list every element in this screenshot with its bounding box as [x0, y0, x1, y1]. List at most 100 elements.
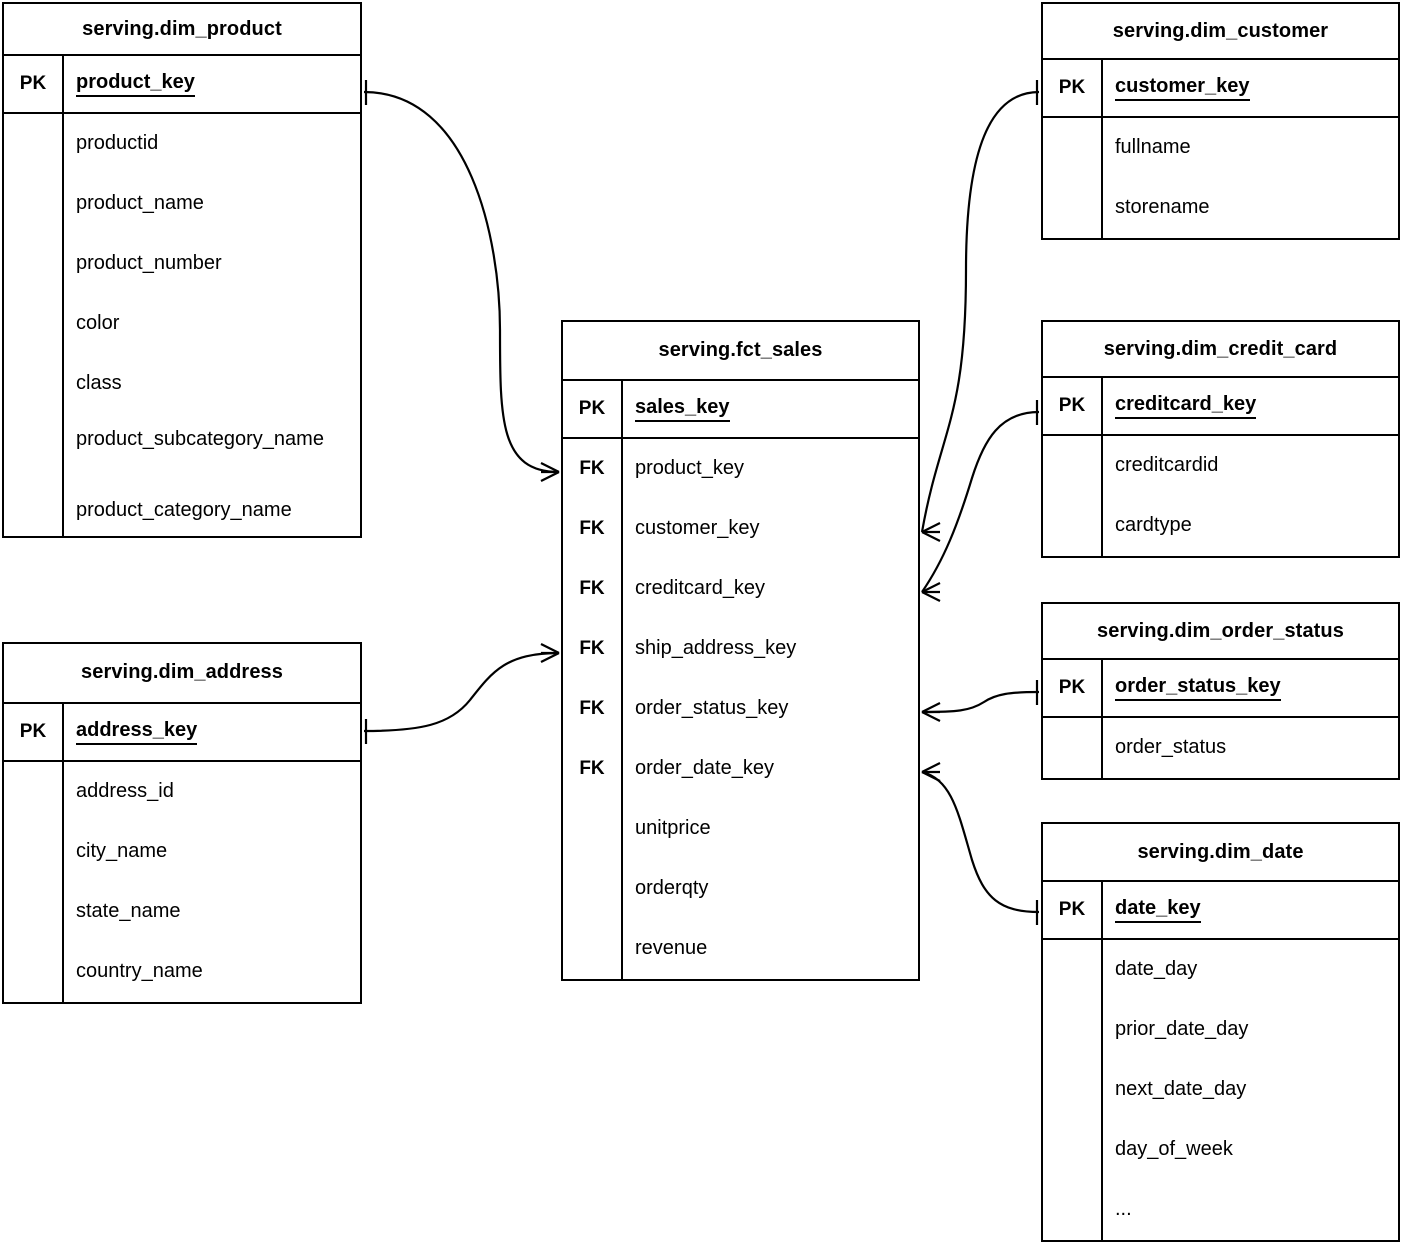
attribute-row: product_category_name [76, 499, 292, 522]
entity-dim-address[interactable]: serving.dim_address PK address_key addre… [2, 642, 362, 1004]
pk-badge: PK [1058, 899, 1086, 920]
name-column: product_key customer_key creditcard_key … [623, 439, 918, 979]
entity-title: serving.dim_date [1043, 824, 1398, 882]
attribute-row: address_id [76, 780, 174, 803]
measure-field: orderqty [635, 877, 709, 900]
measure-field: revenue [635, 937, 708, 960]
name-column: creditcard_key [1103, 378, 1398, 434]
name-column: date_day prior_date_day next_date_day da… [1103, 940, 1398, 1240]
key-column [1043, 940, 1103, 1240]
fk-badge: FK [579, 698, 605, 719]
pk-field-label: sales_key [635, 396, 730, 423]
attribute-rows: productid product_name product_number co… [4, 114, 360, 536]
relationship-address [363, 643, 560, 744]
crowsfoot-upper [921, 522, 941, 533]
pk-badge: PK [1058, 395, 1086, 416]
key-column: FK FK FK FK FK FK [563, 439, 623, 979]
name-column: order_status_key [1103, 660, 1398, 716]
pk-row: PK customer_key [1043, 60, 1398, 118]
name-column: customer_key [1103, 60, 1398, 116]
pk-field: customer_key [1103, 60, 1398, 116]
attribute-row: cardtype [1115, 514, 1192, 537]
pk-row: PK address_key [4, 703, 360, 762]
crowsfoot-lower [921, 531, 941, 542]
key-cell-empty [1043, 436, 1101, 496]
key-column [4, 762, 64, 1002]
name-column: fullname storename [1103, 118, 1398, 238]
key-cell-empty [563, 919, 621, 979]
entity-dim-credit-card[interactable]: serving.dim_credit_card PK creditcard_ke… [1041, 320, 1400, 558]
fk-field: ship_address_key [635, 637, 797, 660]
name-column: address_key [64, 704, 360, 760]
entity-dim-product[interactable]: serving.dim_product PK product_key produ… [2, 2, 362, 538]
attribute-rows: fullname storename [1043, 118, 1398, 238]
pk-badge: PK [19, 720, 47, 742]
entity-title: serving.dim_customer [1043, 4, 1398, 60]
attribute-row: day_of_week [1115, 1138, 1233, 1161]
name-column: product_key [64, 56, 360, 112]
measure-field: unitprice [635, 817, 711, 840]
attribute-rows: FK FK FK FK FK FK product_key customer_k… [563, 439, 918, 979]
entity-title: serving.dim_credit_card [1043, 322, 1398, 378]
crowsfoot-lower [921, 591, 941, 602]
pk-row: PK creditcard_key [1043, 378, 1398, 436]
pk-badge: PK [19, 73, 47, 94]
name-column: sales_key [623, 381, 918, 437]
key-cell-empty [563, 859, 621, 919]
relationship-customer [920, 80, 1040, 542]
key-column: PK [1043, 378, 1103, 434]
key-column: PK [1043, 882, 1103, 938]
attribute-row: state_name [76, 900, 181, 923]
crowsfoot-lower [921, 771, 941, 782]
attribute-row: product_subcategory_name [76, 428, 324, 450]
fk-field: customer_key [635, 517, 760, 540]
pk-field: creditcard_key [1103, 378, 1398, 434]
attribute-rows: creditcardid cardtype [1043, 436, 1398, 556]
relationship-credit-card [921, 400, 1040, 602]
pk-field-label: date_key [1115, 897, 1201, 924]
key-column: PK [563, 381, 623, 437]
attribute-row: city_name [76, 840, 168, 863]
entity-dim-order-status[interactable]: serving.dim_order_status PK order_status… [1041, 602, 1400, 780]
fk-badge: FK [579, 578, 605, 599]
crowsfoot-upper [921, 702, 941, 713]
crowsfoot-upper [921, 582, 941, 593]
pk-badge: PK [1058, 77, 1086, 98]
relationship-order-status [921, 680, 1040, 722]
attribute-row: productid [76, 132, 159, 155]
entity-dim-customer[interactable]: serving.dim_customer PK customer_key ful… [1041, 2, 1400, 240]
name-column: productid product_name product_number co… [64, 114, 360, 536]
crowsfoot-upper [540, 462, 560, 473]
name-column: date_key [1103, 882, 1398, 938]
key-cell-empty [1043, 940, 1101, 1000]
pk-field-label: customer_key [1115, 75, 1250, 102]
key-column: PK [1043, 60, 1103, 116]
key-cell-empty [1043, 118, 1101, 178]
pk-row: PK product_key [4, 56, 360, 114]
entity-title: serving.fct_sales [563, 322, 918, 381]
attribute-row: product_name [76, 192, 204, 215]
attribute-row: ... [1115, 1198, 1132, 1221]
key-cell-empty [1043, 718, 1101, 778]
name-column: creditcardid cardtype [1103, 436, 1398, 556]
fk-field: product_key [635, 457, 744, 480]
attribute-row: color [76, 312, 120, 335]
attribute-row: prior_date_day [1115, 1018, 1249, 1041]
pk-field: product_key [64, 56, 360, 112]
name-column: order_status [1103, 718, 1398, 778]
key-column [1043, 436, 1103, 556]
entity-fct-sales[interactable]: serving.fct_sales PK sales_key FK FK FK … [561, 320, 920, 981]
fk-badge: FK [579, 758, 605, 779]
pk-field: date_key [1103, 882, 1398, 938]
attribute-row: next_date_day [1115, 1078, 1247, 1101]
key-column: PK [4, 703, 64, 760]
crowsfoot-lower [921, 711, 941, 722]
attribute-row: class [76, 372, 122, 395]
pk-field-label: creditcard_key [1115, 393, 1257, 420]
entity-title: serving.dim_order_status [1043, 604, 1398, 660]
key-column: PK [1043, 660, 1103, 716]
entity-dim-date[interactable]: serving.dim_date PK date_key date_day pr… [1041, 822, 1400, 1242]
attribute-row: creditcardid [1115, 454, 1219, 477]
crowsfoot-upper [921, 762, 941, 773]
